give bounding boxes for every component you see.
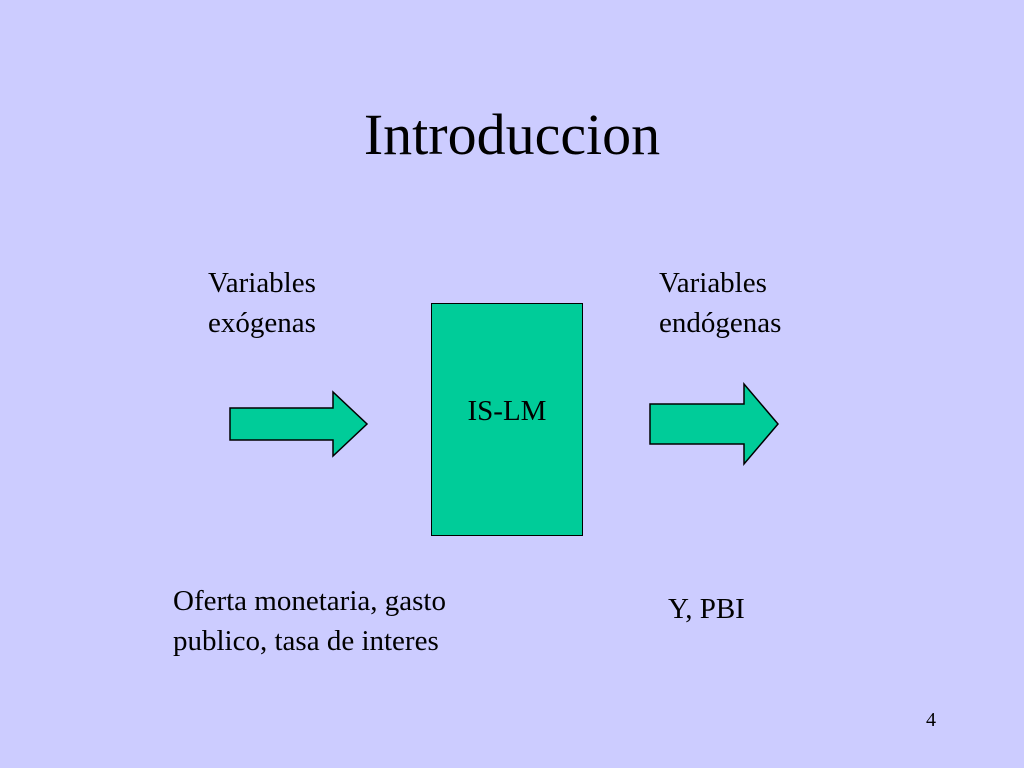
input-arrow-shape	[229, 390, 369, 458]
exogenous-examples-line-2: publico, tasa de interes	[173, 625, 439, 657]
exogenous-examples: Oferta monetaria, gasto publico, tasa de…	[173, 581, 446, 661]
exogenous-variables-label: Variables exógenas	[208, 263, 316, 343]
endogenous-variables-label: Variables endógenas	[659, 263, 781, 343]
output-arrow-icon	[649, 382, 779, 467]
output-arrow-shape	[649, 382, 779, 467]
input-arrow-icon	[229, 390, 369, 458]
exogenous-examples-line-1: Oferta monetaria, gasto	[173, 585, 446, 617]
endogenous-label-line-1: Variables	[659, 267, 767, 299]
endogenous-label-line-2: endógenas	[659, 307, 782, 339]
exogenous-label-line-1: Variables	[208, 267, 316, 299]
slide-title: Introduccion	[363, 102, 661, 167]
page-number: 4	[926, 709, 936, 731]
is-lm-model-box: IS-LM	[431, 303, 583, 536]
model-label: IS-LM	[467, 395, 547, 427]
endogenous-examples: Y, PBI	[668, 593, 745, 625]
exogenous-label-line-2: exógenas	[208, 307, 316, 339]
